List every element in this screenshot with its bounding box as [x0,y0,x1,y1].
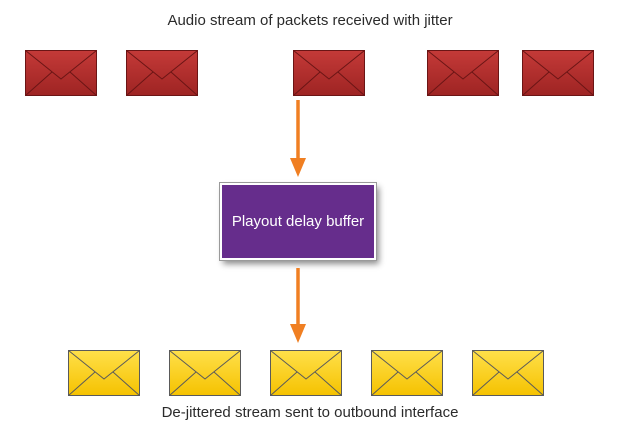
red-envelope-icon [25,50,97,96]
yellow-envelope-icon [270,350,342,396]
input-stream-caption: Audio stream of packets received with ji… [167,12,453,29]
output-stream-caption: De-jittered stream sent to outbound inte… [161,404,459,421]
down-arrow-icon [288,100,308,178]
buffer-label: Playout delay buffer [231,213,365,230]
yellow-envelope-icon [371,350,443,396]
yellow-envelope-icon [472,350,544,396]
red-envelope-icon [522,50,594,96]
red-envelope-icon [293,50,365,96]
red-envelope-icon [427,50,499,96]
yellow-envelope-icon [169,350,241,396]
down-arrow-icon [288,268,308,344]
yellow-envelope-icon [68,350,140,396]
playout-delay-buffer: Playout delay buffer [220,183,376,260]
red-envelope-icon [126,50,198,96]
